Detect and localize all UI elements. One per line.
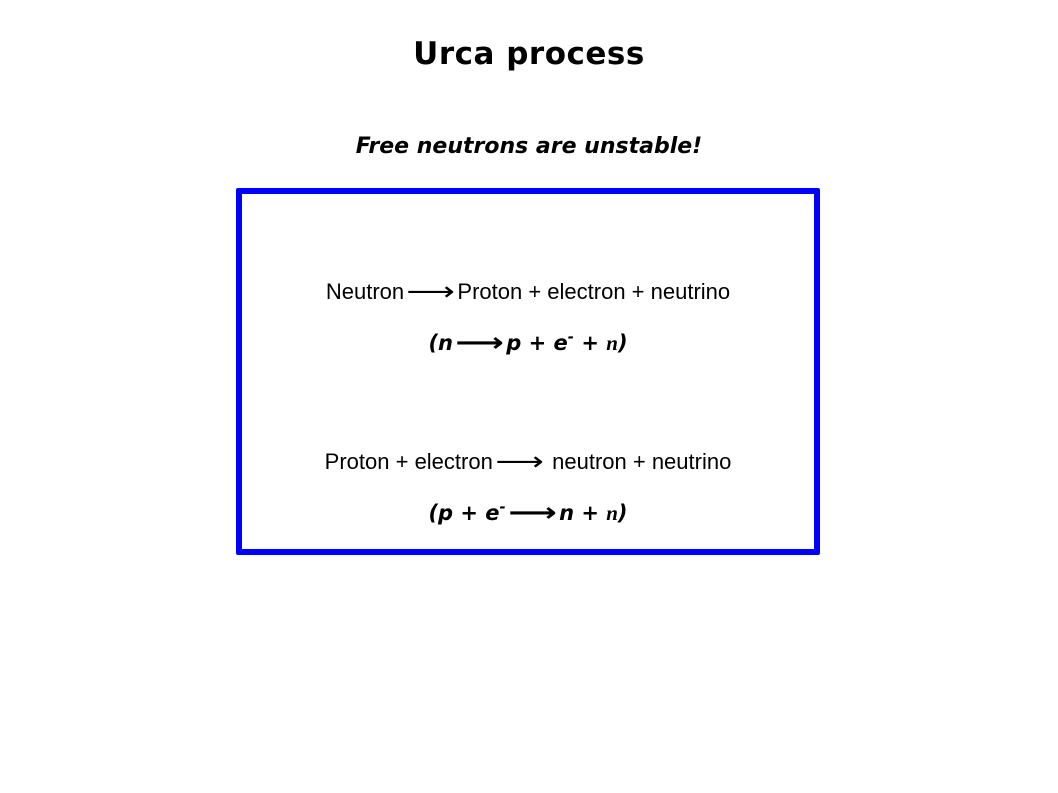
capture-formula-line: (p + e-⟶n + n) xyxy=(242,498,814,528)
capture-words-left: Proton + electron xyxy=(324,449,493,474)
decay-formula-open: (n xyxy=(428,331,454,355)
capture-formula-electron-charge: - xyxy=(499,498,506,516)
reaction-box: Neutron⟶Proton + electron + neutrino (n⟶… xyxy=(236,188,820,555)
capture-words-right: neutron + neutrino xyxy=(552,449,732,474)
decay-words-right: Proton + electron + neutrino xyxy=(457,279,731,304)
capture-formula-close: ) xyxy=(617,501,628,525)
capture-words-line: Proton + electron⟶ neutron + neutrino xyxy=(242,447,814,477)
decay-formula-arrow-icon: ⟶ xyxy=(455,328,504,358)
slide-subtitle: Free neutrons are unstable! xyxy=(355,134,703,159)
capture-formula-neutrino: n xyxy=(606,501,618,525)
decay-words-arrow-icon: ⟶ xyxy=(406,277,455,307)
decay-words-left: Neutron xyxy=(325,279,405,304)
decay-formula-mid: p + e xyxy=(506,331,568,355)
capture-formula-open: (p + e xyxy=(428,501,500,525)
decay-formula-neutrino: n xyxy=(606,331,618,355)
decay-words-line: Neutron⟶Proton + electron + neutrino xyxy=(242,277,814,307)
decay-formula-close: ) xyxy=(617,331,628,355)
slide-title: Urca process xyxy=(413,36,645,72)
decay-formula-plus: + xyxy=(574,331,607,355)
capture-formula-mid: n + xyxy=(559,501,607,525)
decay-formula-electron-charge: - xyxy=(567,328,575,346)
capture-formula-arrow-icon: ⟶ xyxy=(508,498,557,528)
decay-formula-line: (n⟶p + e- + n) xyxy=(242,328,814,358)
capture-words-arrow-icon: ⟶ xyxy=(495,447,544,477)
